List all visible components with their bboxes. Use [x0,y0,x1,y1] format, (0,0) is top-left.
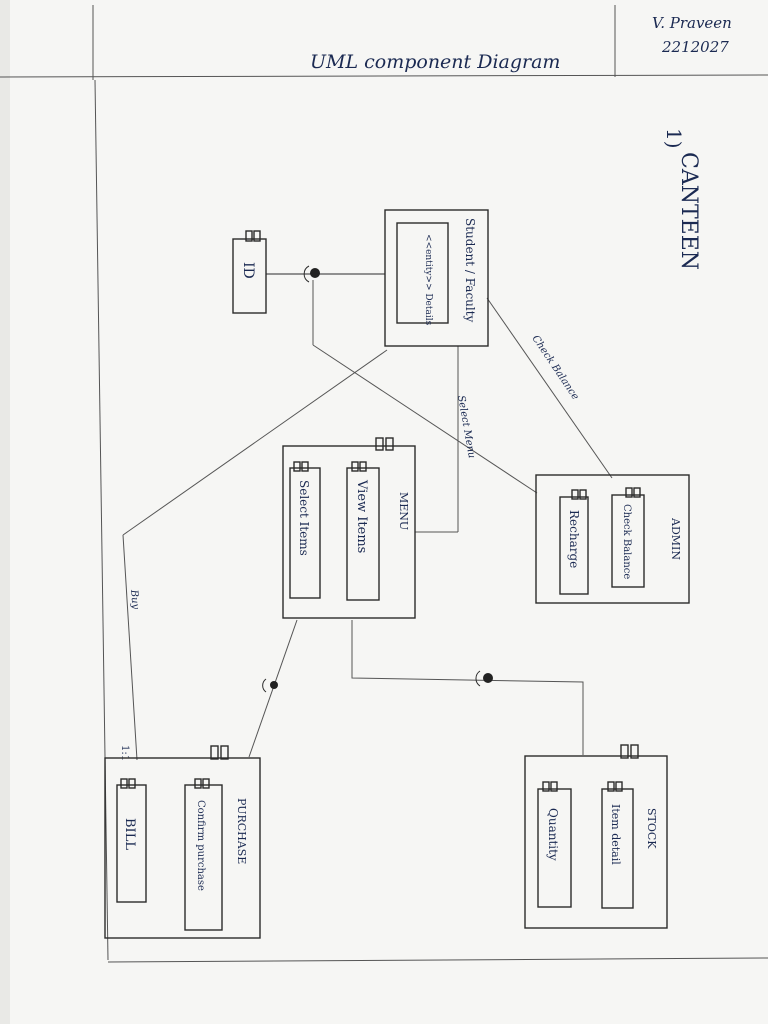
multiplicity-label: 1:1 [119,745,130,761]
author-id: 2212027 [661,38,729,56]
student-faculty-label: Student / Faculty [463,218,477,323]
admin-check-balance-label: Check Balance [621,504,632,579]
socket-icon [303,265,310,283]
menu-stock-link [351,620,584,755]
student-faculty-component: <<entity>> Details Student / Faculty [384,209,489,347]
menu-component-label: MENU [397,492,410,530]
diagram-title: UML component Diagram [310,51,560,73]
admin-recharge-label: Recharge [567,510,581,568]
admin-component: Recharge Check Balance ADMIN [535,474,690,604]
menu-view-items-label: View Items [354,479,369,553]
id-component: ID [232,230,267,314]
menu-stock-interface-icon [483,673,493,683]
buy-connector-label: Buy [128,588,141,610]
purchase-component-label: PURCHASE [235,798,248,864]
student-purchase-link [122,349,388,536]
student-admin-link [486,297,613,479]
stock-item-detail-label: Item detail [609,804,622,865]
purchase-confirm-label: Confirm purchase [195,800,206,891]
stock-quantity-label: Quantity [546,808,560,861]
stock-component-label: STOCK [645,808,658,849]
required-interface-icon [310,268,320,278]
student-details-label: <<entity>> Details [423,234,433,326]
id-component-label: ID [240,262,256,279]
admin-component-label: ADMIN [669,517,682,560]
purchase-component: BILL Confirm purchase PURCHASE [104,745,261,939]
stock-component: Quantity Item detail STOCK [524,744,668,929]
menu-select-items-label: Select Items [297,480,311,556]
purchase-bill-label: BILL [122,818,137,850]
author-name: V. Praveen [652,14,732,32]
section-number: 1) [662,128,686,149]
section-heading: CANTEEN [676,152,701,270]
menu-component: Select Items View Items MENU [282,437,416,619]
menu-purchase-interface-icon [270,681,278,689]
